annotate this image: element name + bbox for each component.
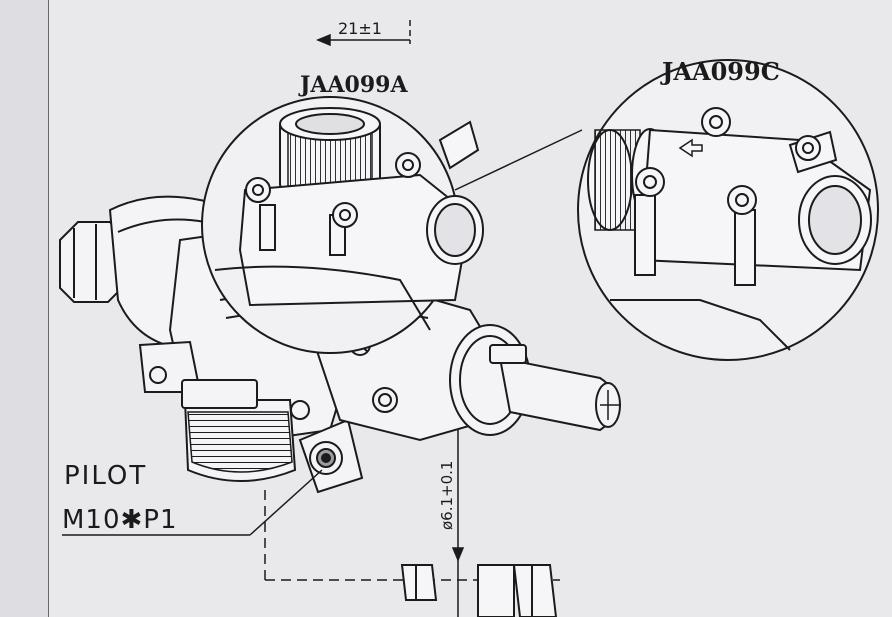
page-margin	[0, 0, 48, 617]
detail-leader-line	[454, 129, 583, 191]
pilot-label: PILOT	[64, 461, 147, 491]
bottom-fittings	[400, 564, 558, 617]
pilot-thread-label: M10✱P1	[62, 505, 178, 535]
dimension-21-label: 21±1	[338, 19, 382, 38]
detail-circle-c	[577, 59, 879, 361]
dimension-diameter	[451, 430, 465, 617]
diameter-label: ø6.1+0.1	[438, 461, 456, 530]
pilot-leader	[62, 469, 323, 536]
detail-a-label: JAA099A	[298, 72, 408, 98]
detail-circle-a	[201, 96, 484, 354]
detail-c-label: JAA099C	[660, 57, 780, 86]
flow-arrow-icon	[678, 138, 703, 158]
dimension-21	[316, 20, 411, 47]
